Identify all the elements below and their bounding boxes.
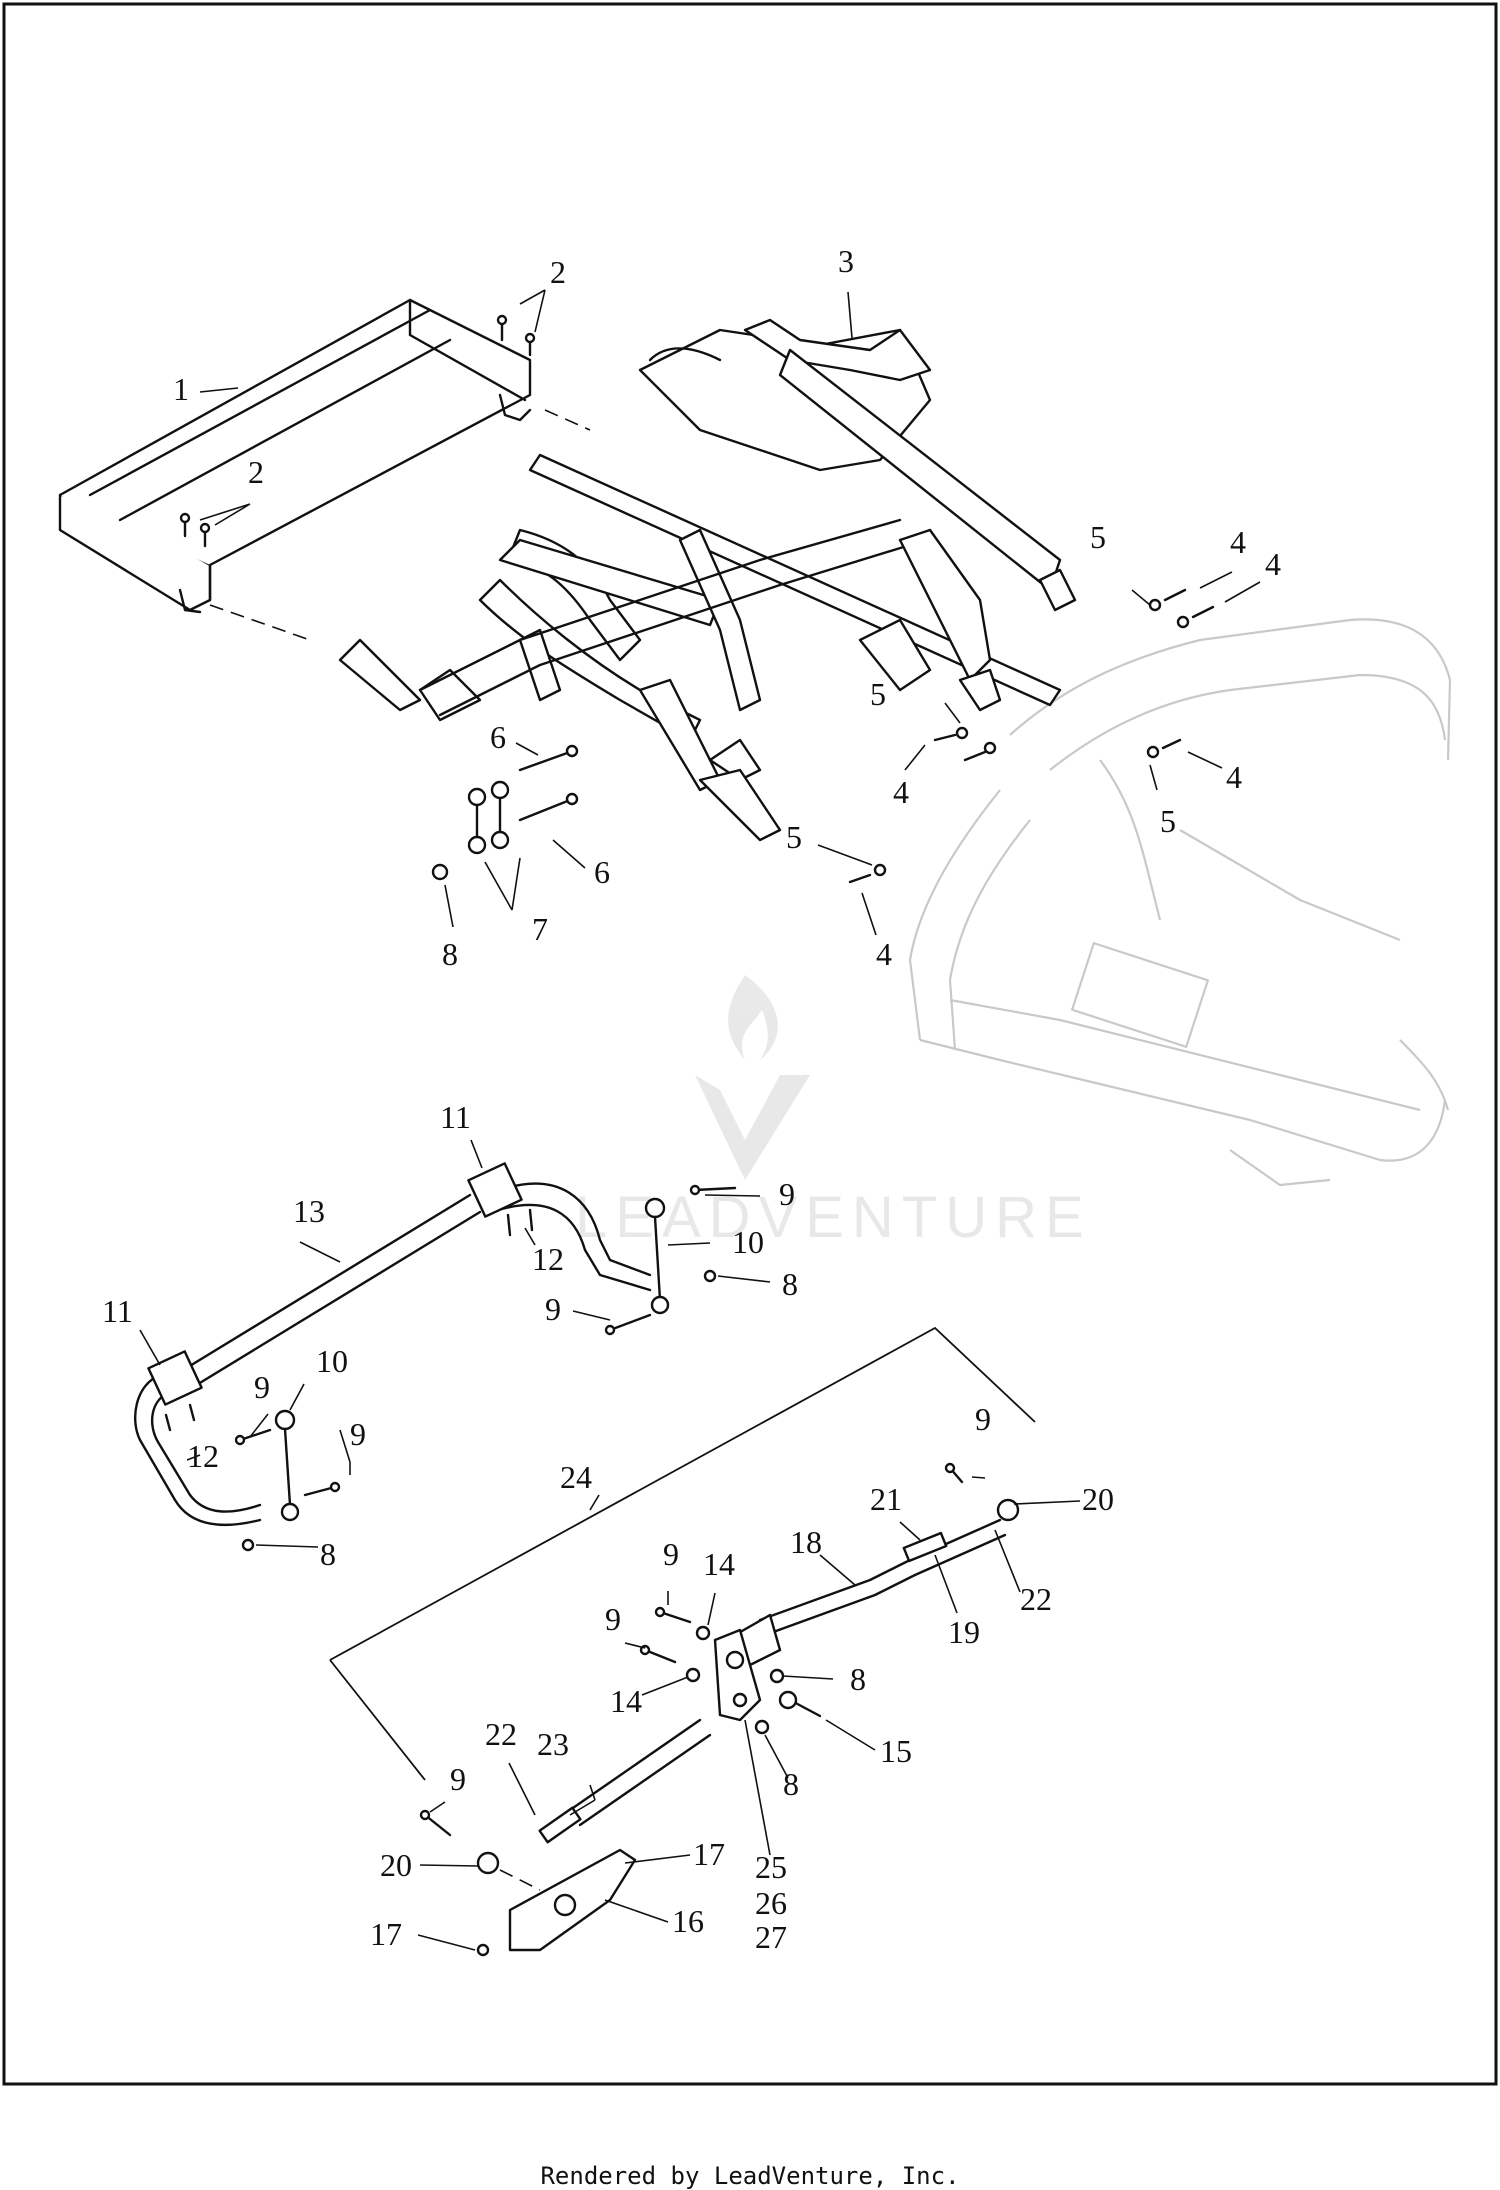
callout-2-upper: 2	[550, 254, 566, 290]
callout-8-a: 8	[442, 936, 458, 972]
callout-13: 13	[293, 1193, 325, 1229]
callout-20-b: 20	[380, 1847, 412, 1883]
callout-8-e: 8	[783, 1766, 799, 1802]
callout-3: 3	[838, 243, 854, 279]
callout-6-a: 6	[490, 719, 506, 755]
callout-9-c: 9	[254, 1369, 270, 1405]
callout-8-b: 8	[782, 1266, 798, 1302]
callout-15: 15	[880, 1733, 912, 1769]
callout-17-a: 17	[693, 1836, 725, 1872]
main-frame-part-3	[338, 318, 1077, 842]
callout-4-d: 4	[1226, 759, 1242, 795]
diagram-frame	[2, 2, 1498, 2086]
bolts-part-2-lower	[179, 512, 211, 548]
fasteners-parts-4-5	[848, 588, 1215, 884]
hardware-parts-9-14-15	[419, 1462, 964, 1957]
callout-12-b: 12	[187, 1438, 219, 1474]
callout-17-b: 17	[370, 1916, 402, 1952]
callout-25: 25	[755, 1849, 787, 1885]
callout-12-a: 12	[532, 1241, 564, 1277]
watermark-logo: LEADVENTURE	[575, 975, 1092, 1250]
callout-4-b: 4	[1265, 546, 1281, 582]
callout-5-a: 5	[1090, 519, 1106, 555]
front-cradle-part-1	[58, 298, 532, 614]
callout-10-b: 10	[316, 1343, 348, 1379]
callout-23: 23	[537, 1726, 569, 1762]
callout-22-a: 22	[1020, 1581, 1052, 1617]
stabilizer-bar-part-13	[133, 1162, 652, 1526]
callout-22-b: 22	[485, 1716, 517, 1752]
callout-2-lower: 2	[248, 454, 264, 490]
callout-1: 1	[173, 371, 189, 407]
callout-19: 19	[948, 1614, 980, 1650]
callout-9-a: 9	[779, 1176, 795, 1212]
callout-4-e: 4	[876, 936, 892, 972]
callout-9-h: 9	[450, 1761, 466, 1797]
callout-9-e: 9	[975, 1401, 991, 1437]
callout-9-d: 9	[350, 1416, 366, 1452]
callout-21: 21	[870, 1481, 902, 1517]
callout-27: 27	[755, 1919, 787, 1955]
bracket-part-24	[329, 1326, 1036, 1661]
callout-labels: 1 2 3 2 5 4 4 5 6 4 4 5 5 6 7 4 8 11 13 …	[102, 243, 1281, 1955]
callout-16: 16	[672, 1903, 704, 1939]
callout-6-b: 6	[594, 854, 610, 890]
watermark-text: LEADVENTURE	[575, 1185, 1092, 1250]
callout-26: 26	[755, 1885, 787, 1921]
callout-11-a: 11	[440, 1099, 471, 1135]
callout-5-d: 5	[786, 819, 802, 855]
callout-9-g: 9	[605, 1601, 621, 1637]
callout-8-c: 8	[320, 1536, 336, 1572]
link-assembly-parts-18-25	[476, 1498, 1020, 1875]
link-part-10-right	[644, 1197, 670, 1315]
callout-4-c: 4	[893, 774, 909, 810]
small-fasteners	[164, 1184, 737, 1552]
callout-24: 24	[560, 1459, 592, 1495]
links-part-7	[467, 780, 510, 855]
leader-lines	[139, 289, 1261, 1951]
nut-part-8-upper	[431, 863, 449, 881]
callout-9-f: 9	[663, 1536, 679, 1572]
ghost-chassis	[908, 618, 1452, 1187]
callout-18: 18	[790, 1524, 822, 1560]
callout-20-a: 20	[1082, 1481, 1114, 1517]
callout-7: 7	[532, 911, 548, 947]
bolts-part-6	[518, 744, 579, 822]
callout-10-a: 10	[732, 1224, 764, 1260]
callout-14-b: 14	[610, 1683, 642, 1719]
callout-14-a: 14	[703, 1546, 735, 1582]
callout-8-d: 8	[850, 1661, 866, 1697]
bolts-part-2-upper	[496, 314, 536, 357]
footer-credit: Rendered by LeadVenture, Inc.	[540, 2162, 960, 2190]
callout-11-b: 11	[102, 1293, 133, 1329]
callout-4-a: 4	[1230, 524, 1246, 560]
callout-9-b: 9	[545, 1291, 561, 1327]
callout-5-c: 5	[1160, 803, 1176, 839]
link-part-10-left	[274, 1409, 300, 1522]
callout-5-b: 5	[870, 676, 886, 712]
